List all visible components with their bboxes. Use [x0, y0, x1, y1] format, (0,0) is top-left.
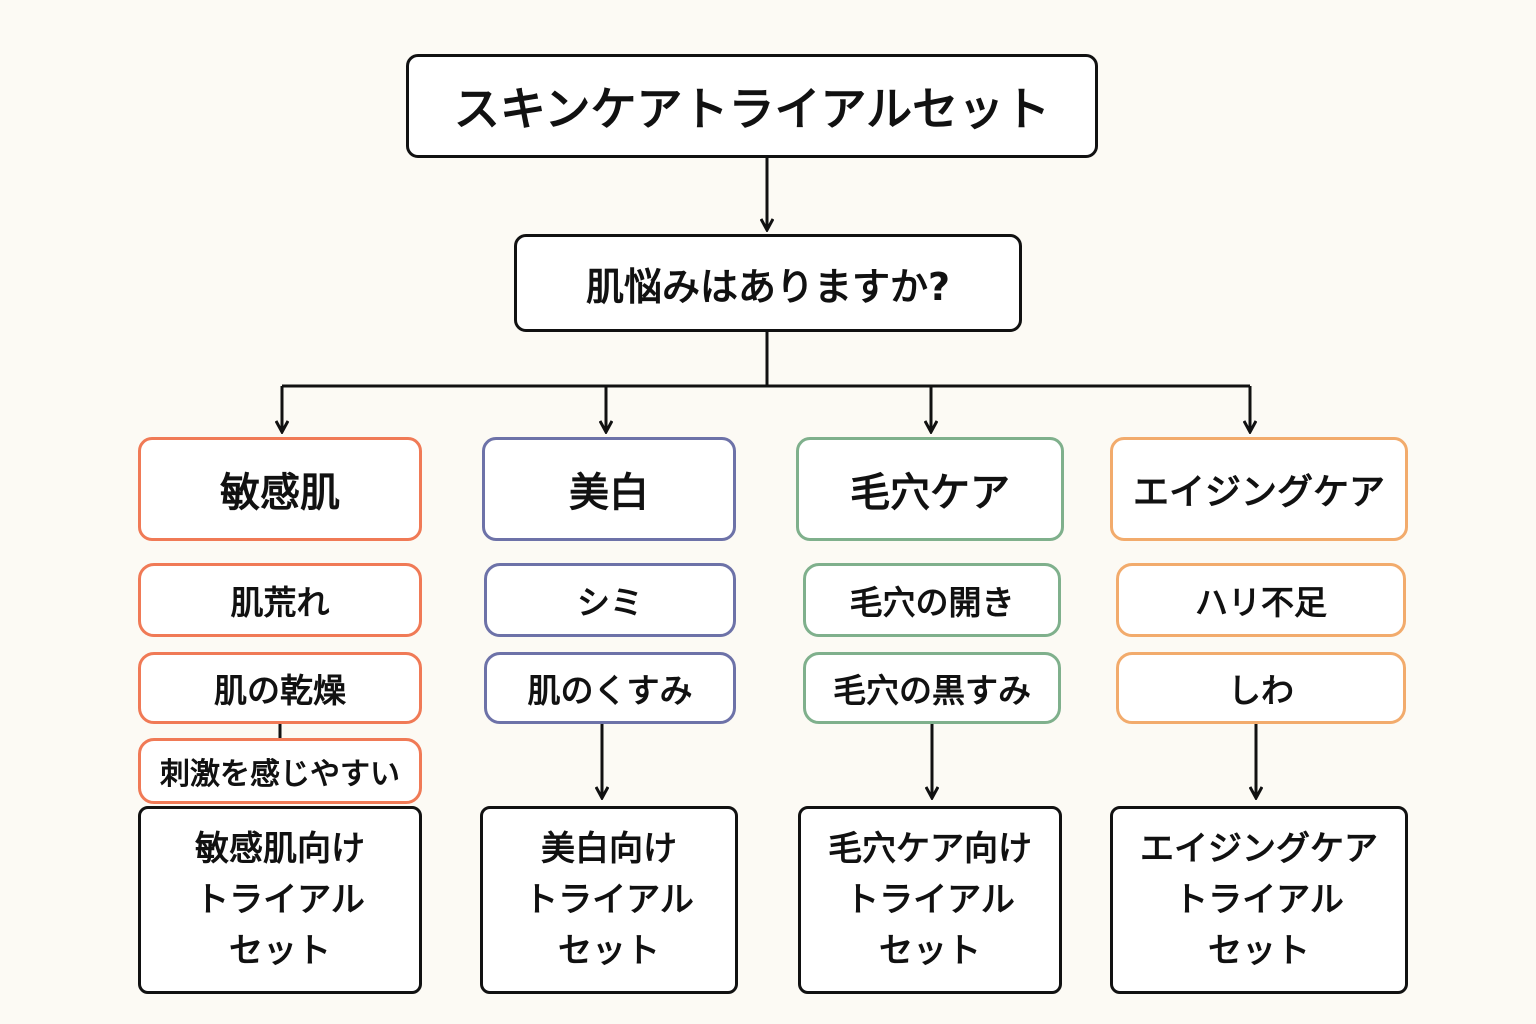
item-open-pores: 毛穴の開き: [803, 563, 1061, 637]
item-label: ハリ不足: [1195, 583, 1327, 622]
result-label: 毛穴ケア向け トライアル セット: [828, 828, 1032, 971]
item-label: 毛穴の黒すみ: [833, 671, 1031, 710]
item-spots: シミ: [484, 563, 736, 637]
item-label: 肌のくすみ: [527, 671, 693, 710]
result-label: エイジングケア トライアル セット: [1140, 828, 1378, 971]
item-skin-roughness: 肌荒れ: [138, 563, 422, 637]
result-label: 美白向け トライアル セット: [524, 828, 694, 971]
question-text: 肌悩みはありますか?: [585, 264, 951, 309]
item-dullness: 肌のくすみ: [484, 652, 736, 724]
category-whitening: 美白: [482, 437, 736, 541]
result-sensitive-skin-set: 敏感肌向け トライアル セット: [138, 806, 422, 994]
item-easily-irritated: 刺激を感じやすい: [138, 738, 422, 804]
result-aging-care-set: エイジングケア トライアル セット: [1110, 806, 1408, 994]
item-label: 毛穴の開き: [849, 583, 1015, 622]
result-label: 敏感肌向け トライアル セット: [195, 828, 365, 971]
category-pore-care: 毛穴ケア: [796, 437, 1064, 541]
title-text: スキンケアトライアルセット: [453, 82, 1051, 136]
item-skin-dryness: 肌の乾燥: [138, 652, 422, 724]
item-label: しわ: [1228, 671, 1294, 710]
item-label: 肌の乾燥: [214, 671, 346, 710]
item-dark-pores: 毛穴の黒すみ: [803, 652, 1061, 724]
item-label: シミ: [577, 583, 643, 622]
item-lack-of-firmness: ハリ不足: [1116, 563, 1406, 637]
category-label: 美白: [569, 470, 649, 516]
category-label: エイジングケア: [1132, 472, 1385, 513]
result-pore-care-set: 毛穴ケア向け トライアル セット: [798, 806, 1062, 994]
category-label: 敏感肌: [220, 470, 340, 516]
result-whitening-set: 美白向け トライアル セット: [480, 806, 738, 994]
item-label: 刺激を感じやすい: [160, 757, 400, 792]
title-box: スキンケアトライアルセット: [406, 54, 1098, 158]
item-label: 肌荒れ: [230, 583, 330, 622]
category-sensitive-skin: 敏感肌: [138, 437, 422, 541]
item-wrinkles: しわ: [1116, 652, 1406, 724]
category-aging-care: エイジングケア: [1110, 437, 1408, 541]
question-box: 肌悩みはありますか?: [514, 234, 1022, 332]
category-label: 毛穴ケア: [850, 470, 1010, 516]
